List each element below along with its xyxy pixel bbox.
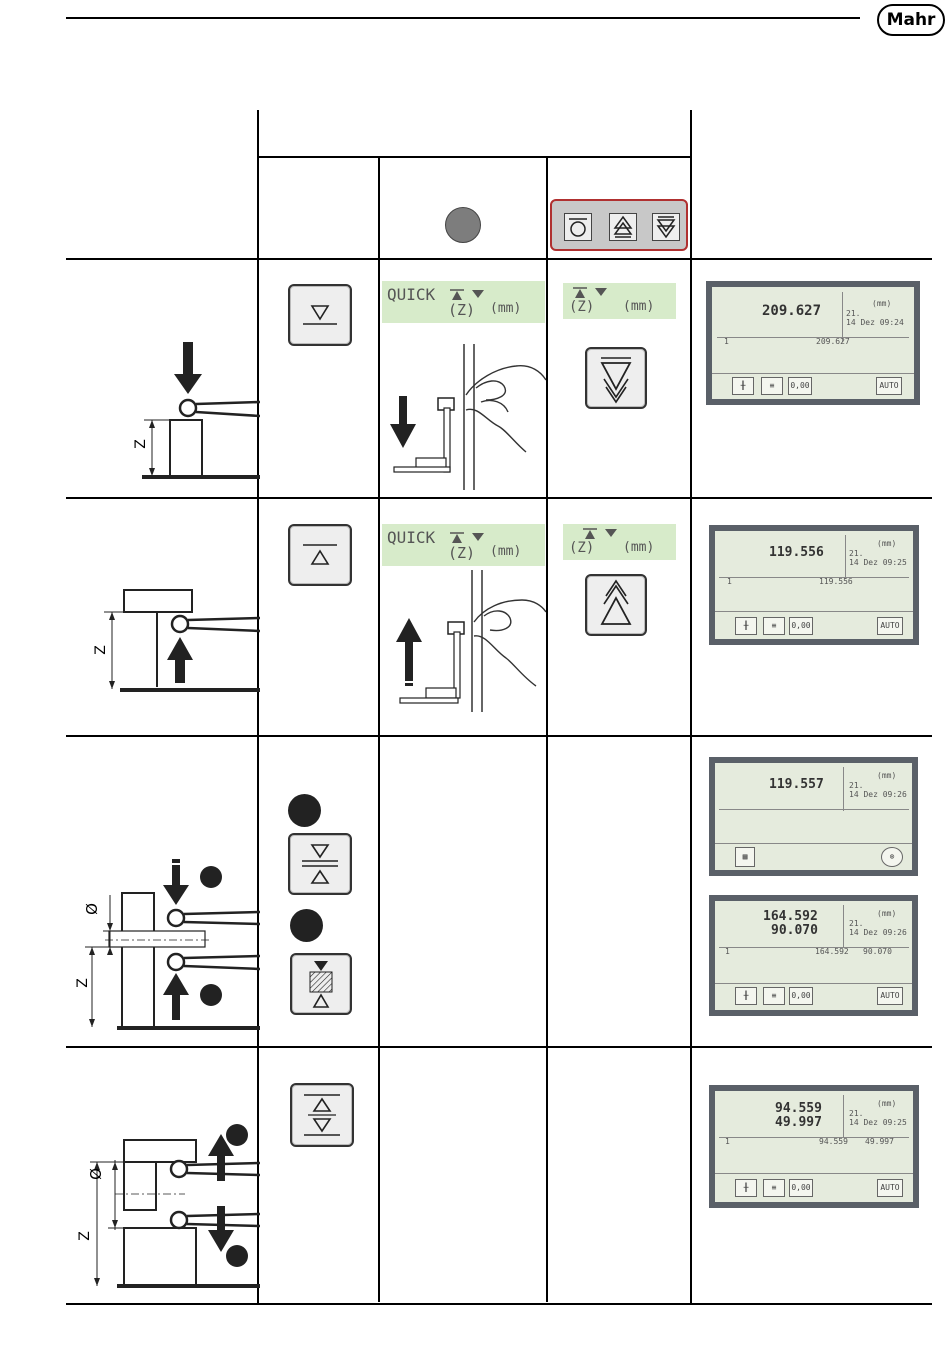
header-rule xyxy=(66,17,860,19)
screen-icon-button: ╫ xyxy=(732,377,754,395)
step-marker-1 xyxy=(226,1124,248,1146)
round-key-icon xyxy=(445,207,481,243)
quick-lcd-row1: QUICK (Z) (mm) xyxy=(382,281,545,323)
table-col-divider-4 xyxy=(690,110,692,1305)
probe-ball xyxy=(178,398,198,418)
up-arrow-icon xyxy=(167,637,193,683)
screen-auto-button: AUTO xyxy=(877,617,903,635)
quick-lcd-row2: QUICK (Z) (mm) xyxy=(382,524,545,566)
screen-menu-button: ≡ xyxy=(763,1179,785,1197)
hatched-measure-key[interactable] xyxy=(290,953,352,1015)
probe-ball-lower xyxy=(166,952,186,972)
probe-ball-lower xyxy=(169,1210,189,1230)
table-col-divider-3 xyxy=(546,157,548,1302)
screen-menu-button: ≡ xyxy=(761,377,783,395)
step-marker-2 xyxy=(226,1245,248,1267)
table-header-split xyxy=(258,156,692,158)
step-marker-b xyxy=(290,909,323,942)
probe-ball xyxy=(170,614,190,634)
fast-down-key[interactable] xyxy=(585,347,647,409)
up-arrow-icon xyxy=(163,973,189,1020)
triangle-down-icon xyxy=(310,305,330,321)
row1-hand-probe-illustration xyxy=(390,344,546,490)
row2-diagram xyxy=(104,589,260,692)
probe-symbol-icon xyxy=(573,287,607,298)
z-label: Z xyxy=(74,978,91,988)
device-screen-1: 209.627 (mm) 21. 14 Dez 09:24 1 209.627 … xyxy=(706,281,920,405)
device-screen-2: 119.556 (mm) 21. 14 Dez 09:25 1 119.556 … xyxy=(709,525,919,645)
screen-hatched-button: ▦ xyxy=(735,847,755,867)
table-row-line-5 xyxy=(66,1303,932,1305)
screen-zero-button: 0,00 xyxy=(789,987,813,1005)
mahr-logo: Mahr xyxy=(877,4,945,36)
zero-key-icon xyxy=(564,213,592,241)
z-label: Z xyxy=(92,645,109,655)
screen-zero-button: 0,00 xyxy=(789,1179,813,1197)
table-row-line-2 xyxy=(66,497,932,499)
up-arrow-icon xyxy=(208,1134,234,1181)
row2-hand-probe-illustration xyxy=(396,570,546,712)
row3-diagram xyxy=(85,859,260,1030)
workpiece-bridge xyxy=(123,589,193,613)
step-marker-a xyxy=(288,794,321,827)
screen-auto-button: AUTO xyxy=(877,987,903,1005)
table-row-line-3 xyxy=(66,735,932,737)
triangle-up-icon xyxy=(310,549,330,565)
device-screen-5: 94.559 49.997 (mm) 21. 14 Dez 09:25 1 94… xyxy=(709,1085,919,1208)
fast-up-key[interactable] xyxy=(585,574,647,636)
row4-diagram xyxy=(90,1124,260,1288)
screen-zero-button: 0,00 xyxy=(788,377,812,395)
screen-auto-button: AUTO xyxy=(877,1179,903,1197)
probe-ball-upper xyxy=(169,1159,189,1179)
table-row-line-1 xyxy=(66,258,932,260)
double-down-key-icon xyxy=(652,213,680,241)
screen-icon-button: ╫ xyxy=(735,987,757,1005)
ref-lcd-row2: (Z) (mm) xyxy=(563,524,676,560)
screen-menu-button: ≡ xyxy=(763,617,785,635)
screen-zero-button: 0,00 xyxy=(789,617,813,635)
diameter-label: Ø xyxy=(86,1168,105,1180)
device-screen-3: 119.557 (mm) 21. 14 Dez 09:26 ▦ ⊗ xyxy=(709,757,918,876)
shaft-measure-key[interactable] xyxy=(290,1083,354,1147)
down-arrow-icon xyxy=(390,396,416,448)
step-marker-1 xyxy=(200,866,222,888)
screen-auto-button: AUTO xyxy=(876,377,902,395)
bore-measure-key[interactable] xyxy=(288,833,352,895)
table-row-line-4 xyxy=(66,1046,932,1048)
probe-symbol-icon xyxy=(450,532,484,543)
up-arrow-icon xyxy=(396,618,422,686)
workpiece-block xyxy=(169,419,203,477)
z-label: Z xyxy=(76,1231,93,1241)
down-arrow-icon xyxy=(208,1206,234,1252)
probe-up-key[interactable] xyxy=(288,524,352,586)
probe-down-key[interactable] xyxy=(288,284,352,346)
down-arrow-icon xyxy=(174,342,202,394)
double-up-key-icon xyxy=(609,213,637,241)
down-arrow-icon xyxy=(163,859,189,905)
screen-menu-button: ≡ xyxy=(763,987,785,1005)
key-group-panel xyxy=(550,199,688,251)
diameter-label: Ø xyxy=(82,903,101,915)
z-label: Z xyxy=(132,439,149,449)
device-screen-4: 164.592 90.070 (mm) 21. 14 Dez 09:26 1 1… xyxy=(709,895,918,1016)
probe-symbol-icon xyxy=(583,528,617,539)
ref-lcd-row1: (Z) (mm) xyxy=(563,283,676,319)
table-col-divider-1 xyxy=(257,110,259,1305)
screen-cancel-icon: ⊗ xyxy=(881,847,903,867)
table-col-divider-2 xyxy=(378,157,380,1302)
screen-icon-button: ╫ xyxy=(735,1179,757,1197)
probe-ball-upper xyxy=(166,908,186,928)
screen-icon-button: ╫ xyxy=(735,617,757,635)
step-marker-2 xyxy=(200,984,222,1006)
row1-diagram xyxy=(142,342,260,479)
probe-symbol-icon xyxy=(450,289,484,300)
